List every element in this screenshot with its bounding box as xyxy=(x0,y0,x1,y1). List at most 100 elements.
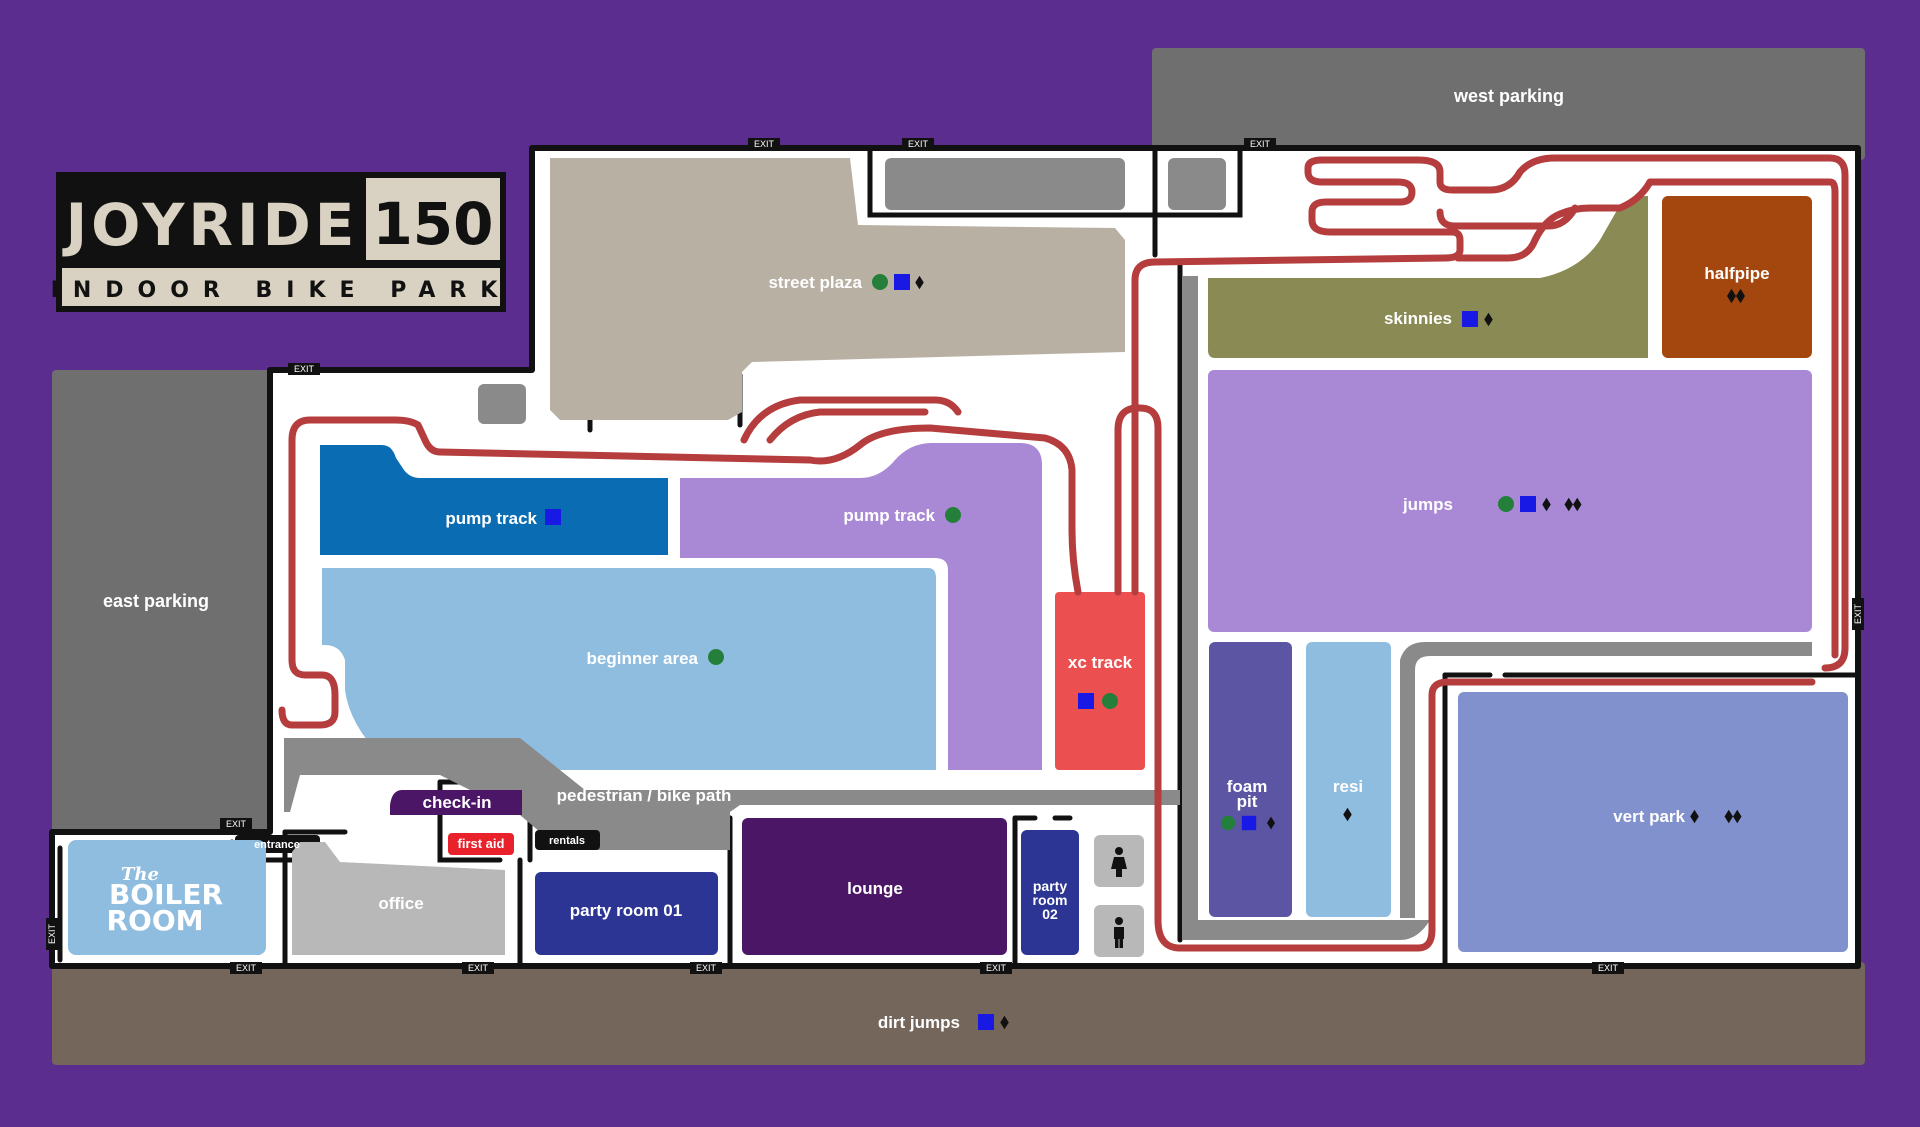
entrance-label: entrance xyxy=(254,839,300,851)
boiler-room-logo: The BOILER ROOM xyxy=(106,864,223,937)
service-room-a xyxy=(885,158,1125,210)
svg-text:EXIT: EXIT xyxy=(1853,604,1863,625)
dirt-jumps-zone[interactable] xyxy=(52,962,1865,1065)
party-room-01-zone[interactable] xyxy=(535,872,718,955)
vert-park-label: vert park xyxy=(1613,807,1685,826)
exit-marker[interactable]: EXIT xyxy=(980,962,1012,974)
blue-square-icon xyxy=(1241,815,1257,831)
exit-marker[interactable]: EXIT xyxy=(902,138,934,150)
logo-subtitle: INDOOR BIKE PARK xyxy=(51,278,512,303)
beginner-area-zone[interactable] xyxy=(322,568,936,770)
xc-track-label: xc track xyxy=(1068,653,1133,672)
rentals-label: rentals xyxy=(549,835,585,847)
west-parking-label: west parking xyxy=(1453,86,1564,106)
east-parking-zone[interactable] xyxy=(52,370,277,840)
xc-trail-network xyxy=(278,154,1849,952)
svg-text:EXIT: EXIT xyxy=(754,139,775,149)
exit-marker[interactable]: EXIT xyxy=(748,138,780,150)
exit-marker[interactable]: EXIT xyxy=(1592,962,1624,974)
first-aid-label: first aid xyxy=(458,836,505,851)
foam-pit-label-1: foam xyxy=(1227,777,1268,796)
pump-track-blue-zone[interactable] xyxy=(320,445,668,555)
women-restroom-icon xyxy=(1111,847,1127,877)
foam-pit-zone[interactable] xyxy=(1209,642,1292,917)
office-zone[interactable] xyxy=(292,842,505,955)
svg-text:EXIT: EXIT xyxy=(986,963,1007,973)
pump-track-lavender-zone[interactable] xyxy=(680,443,1042,770)
pump-track-blue-label: pump track xyxy=(445,509,537,528)
green-circle-icon xyxy=(1102,693,1118,709)
first-aid-tag[interactable] xyxy=(448,833,514,855)
exit-marker[interactable]: EXIT xyxy=(690,962,722,974)
blue-square-icon xyxy=(545,509,561,525)
foam-pit-label-2: pit xyxy=(1237,792,1258,811)
logo-number-panel xyxy=(366,178,500,260)
rentals-tag[interactable] xyxy=(535,830,600,850)
lounge-label: lounge xyxy=(847,879,903,898)
exit-marker[interactable]: EXIT xyxy=(220,818,252,830)
boiler-room-line3: ROOM xyxy=(106,904,203,937)
office-label: office xyxy=(378,894,423,913)
exit-marker[interactable]: EXIT xyxy=(462,962,494,974)
logo-number: 150 xyxy=(372,190,493,258)
vert-park-zone[interactable] xyxy=(1458,692,1848,952)
check-in-zone[interactable] xyxy=(390,790,522,815)
boiler-room-zone[interactable] xyxy=(68,840,266,955)
logo-name: JOYRIDE xyxy=(62,191,359,259)
party-room-02-label-1: party xyxy=(1033,878,1067,894)
svg-text:EXIT: EXIT xyxy=(1598,963,1619,973)
exit-marker[interactable]: EXIT xyxy=(46,918,58,950)
pedestrian-path-zone xyxy=(284,738,1180,850)
jumps-label: jumps xyxy=(1402,495,1453,514)
resi-label: resi xyxy=(1333,777,1363,796)
svg-text:EXIT: EXIT xyxy=(908,139,929,149)
green-circle-icon xyxy=(872,274,888,290)
party-room-02-label-3: 02 xyxy=(1042,906,1058,922)
party-room-02-zone[interactable] xyxy=(1021,830,1079,955)
svg-text:EXIT: EXIT xyxy=(696,963,717,973)
men-restroom-icon xyxy=(1114,917,1124,948)
green-circle-icon xyxy=(708,649,724,665)
pedestrian-path-label: pedestrian / bike path xyxy=(557,786,732,805)
dirt-jumps-label: dirt jumps xyxy=(878,1013,960,1032)
service-room-b xyxy=(1168,158,1226,210)
green-circle-icon xyxy=(1220,815,1236,831)
west-parking-zone[interactable] xyxy=(1152,48,1865,160)
blue-square-icon xyxy=(1520,496,1536,512)
halfpipe-label: halfpipe xyxy=(1704,264,1769,283)
exit-markers: EXIT EXIT EXIT EXIT EXIT EXIT EXIT EXIT … xyxy=(46,138,1864,974)
service-room-c xyxy=(478,384,526,424)
boiler-room-line1: The xyxy=(121,864,159,885)
boiler-room-line2: BOILER xyxy=(109,878,223,911)
green-circle-icon xyxy=(945,507,961,523)
svg-text:EXIT: EXIT xyxy=(468,963,489,973)
park-logo: JOYRIDE 150 INDOOR BIKE PARK xyxy=(51,172,512,312)
logo-subtitle-panel xyxy=(62,268,500,306)
pump-track-lavender-label: pump track xyxy=(843,506,935,525)
svg-text:EXIT: EXIT xyxy=(294,364,315,374)
check-in-label: check-in xyxy=(423,793,492,812)
green-circle-icon xyxy=(1498,496,1514,512)
blue-square-icon xyxy=(978,1014,994,1030)
svg-text:EXIT: EXIT xyxy=(226,819,247,829)
halfpipe-zone[interactable] xyxy=(1662,196,1812,358)
party-room-01-label: party room 01 xyxy=(570,901,682,920)
street-plaza-zone[interactable] xyxy=(550,158,1125,420)
beginner-area-label: beginner area xyxy=(587,649,699,668)
party-room-02-label-2: room xyxy=(1033,892,1068,908)
svg-text:EXIT: EXIT xyxy=(1250,139,1271,149)
lounge-zone[interactable] xyxy=(742,818,1007,955)
east-parking-label: east parking xyxy=(103,591,209,611)
blue-square-icon xyxy=(1078,693,1094,709)
exit-marker[interactable]: EXIT xyxy=(230,962,262,974)
street-plaza-label: street plaza xyxy=(768,273,862,292)
exit-marker[interactable]: EXIT xyxy=(1852,598,1864,630)
svg-text:EXIT: EXIT xyxy=(47,924,57,945)
svg-text:EXIT: EXIT xyxy=(236,963,257,973)
xc-track-zone[interactable] xyxy=(1055,592,1145,770)
skinnies-zone[interactable] xyxy=(1208,196,1648,358)
exit-marker[interactable]: EXIT xyxy=(288,363,320,375)
exit-marker[interactable]: EXIT xyxy=(1244,138,1276,150)
resi-zone[interactable] xyxy=(1306,642,1391,917)
